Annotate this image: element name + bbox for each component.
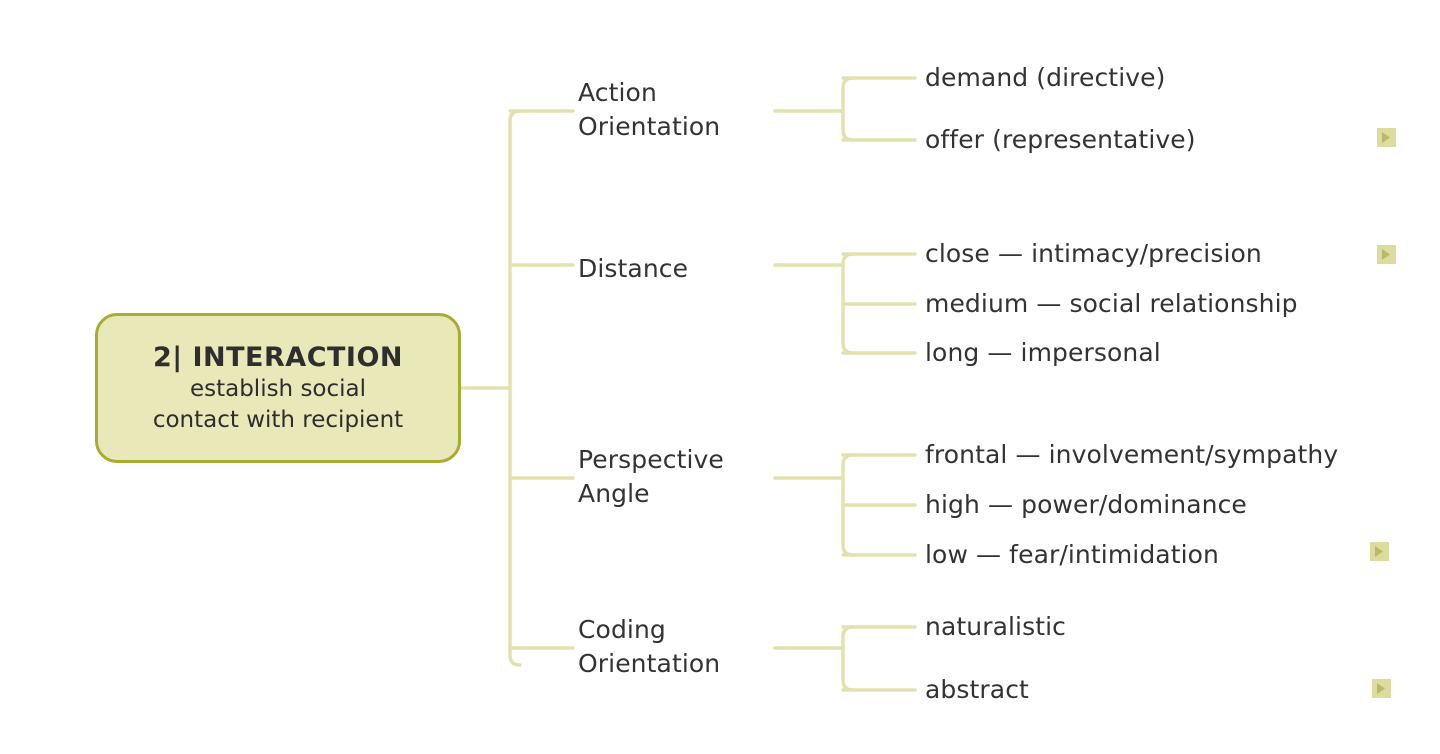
branch-label-coding-orientation[interactable]: Coding Orientation xyxy=(578,615,721,678)
root-node-subtitle-line1: establish social xyxy=(189,376,367,403)
leaf-label-demand[interactable]: demand (directive) xyxy=(925,63,1166,92)
branch-label-action-orientation[interactable]: Action Orientation xyxy=(578,78,721,141)
subspine-coding-orientation xyxy=(841,625,855,692)
leaf-label-offer[interactable]: offer (representative) xyxy=(925,125,1196,154)
note-arrow-icon[interactable] xyxy=(1370,542,1389,561)
leaf-label-long[interactable]: long — impersonal xyxy=(925,338,1161,367)
note-arrow-icon[interactable] xyxy=(1377,245,1396,264)
branch-label-distance[interactable]: Distance xyxy=(578,254,689,283)
leaf-label-close[interactable]: close — intimacy/precision xyxy=(925,239,1262,268)
root-node-subtitle-line2: contact with recipient xyxy=(152,406,404,433)
leaf-label-high[interactable]: high — power/dominance xyxy=(925,490,1247,519)
note-arrow-icon[interactable] xyxy=(1372,679,1391,698)
leaf-label-abstract[interactable]: abstract xyxy=(925,675,1029,704)
leaf-label-medium[interactable]: medium — social relationship xyxy=(925,289,1298,318)
subspine-perspective-angle xyxy=(841,453,855,557)
main-spine xyxy=(508,109,522,667)
branch-label-perspective-angle[interactable]: Perspective Angle xyxy=(578,445,724,508)
root-node-title: 2| INTERACTION xyxy=(152,342,404,374)
leaf-label-frontal[interactable]: frontal — involvement/sympathy xyxy=(925,440,1339,469)
root-node[interactable]: 2| INTERACTION establish social contact … xyxy=(95,313,461,463)
leaf-label-naturalistic[interactable]: naturalistic xyxy=(925,612,1067,641)
note-arrow-icon[interactable] xyxy=(1377,128,1396,147)
subspine-distance xyxy=(841,252,855,355)
subspine-action-orientation xyxy=(841,76,855,142)
leaf-label-low[interactable]: low — fear/intimidation xyxy=(925,540,1219,569)
